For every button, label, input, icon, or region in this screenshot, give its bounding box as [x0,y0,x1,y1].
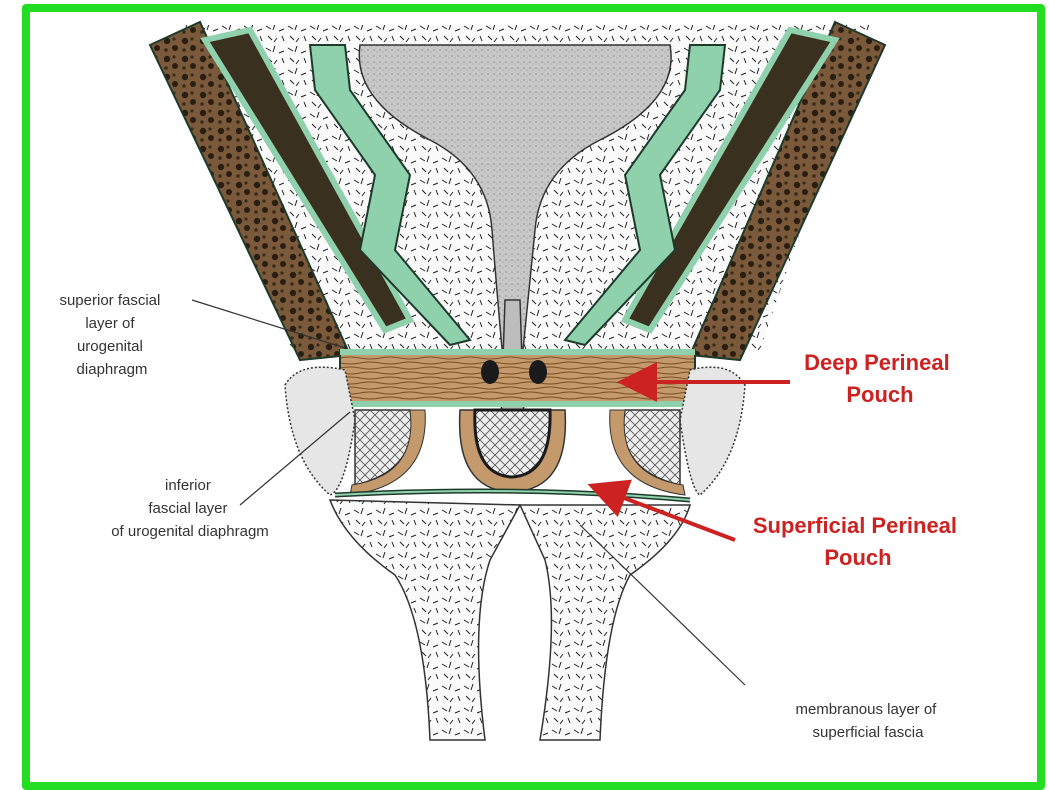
left-bulbourethral-gland [481,360,499,384]
label-deep-perineal-pouch: Deep Perineal Pouch [804,350,956,407]
deep-perineal-pouch-muscle [340,350,695,405]
label-inferior-line-3: of urogenital diaphragm [111,523,269,540]
label-superficial-line-2: Pouch [824,545,891,570]
label-superficial-line-1: Superficial Perineal [753,513,957,538]
label-superior-line-1: superior fascial [59,292,160,309]
label-deep-line-2: Pouch [846,382,913,407]
label-inferior-fascial-layer: inferior fascial layer of urogenital dia… [111,477,269,540]
right-bulbourethral-gland [529,360,547,384]
label-superior-line-2: layer of [85,315,135,332]
label-deep-line-1: Deep Perineal [804,350,950,375]
left-scrotal-fat [330,500,520,740]
label-inferior-line-2: fascial layer [148,500,227,517]
label-superficial-perineal-pouch: Superficial Perineal Pouch [753,513,963,570]
label-membranous-line-1: membranous layer of [795,701,937,718]
right-scrotal-fat [520,505,690,740]
label-superior-line-3: urogenital [77,338,143,355]
left-ramus [285,367,355,495]
label-membranous-layer: membranous layer of superficial fascia [795,701,940,741]
label-membranous-line-2: superficial fascia [813,724,925,741]
label-superior-fascial-layer: superior fascial layer of urogenital dia… [59,292,164,378]
right-ramus [680,367,745,495]
label-inferior-line-1: inferior [165,477,211,494]
label-superior-line-4: diaphragm [77,361,148,378]
